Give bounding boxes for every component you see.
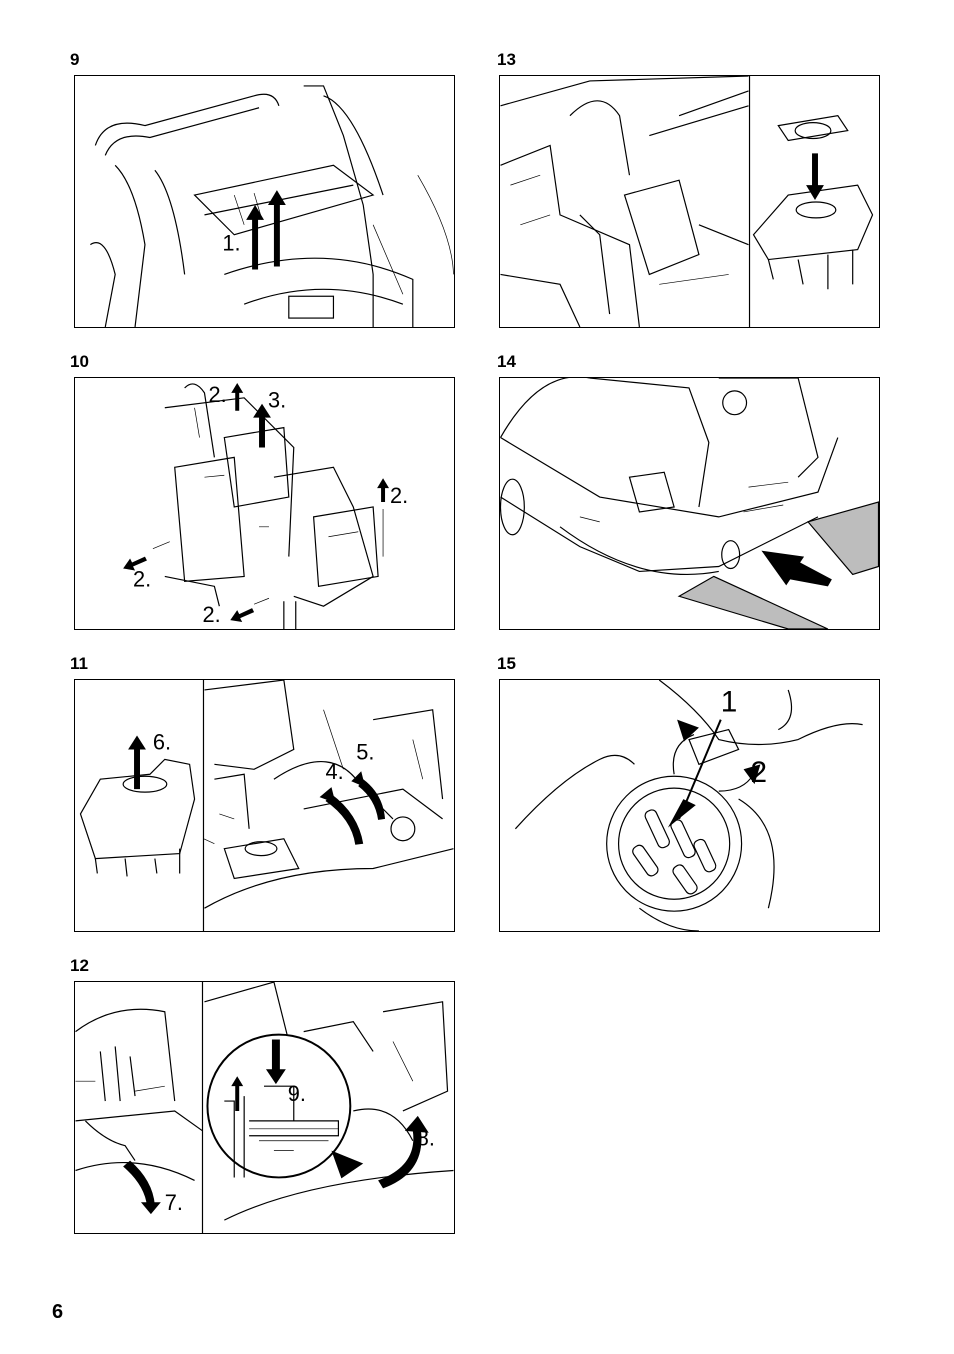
figure-10-drawing: [123, 382, 390, 629]
figure-12-drawing: [75, 982, 454, 1233]
figure-14-illustration: [499, 377, 880, 630]
figure-12-illustration: 9. 8. 7.: [74, 981, 455, 1234]
figure-11-number: 11: [70, 654, 88, 673]
figure-15-number: 15: [497, 654, 516, 673]
figure-9-illustration: 1.: [74, 75, 455, 328]
figure-15-drawing: [514, 680, 863, 931]
figure-9-drawing: [90, 85, 454, 327]
figure-13-drawing: [500, 76, 874, 327]
figure-12-number: 12: [70, 956, 89, 975]
figure-10-number: 10: [70, 352, 89, 371]
figure-11-drawing: [79, 680, 454, 931]
page-number: 6: [52, 1301, 64, 1323]
figure-13-number: 13: [497, 50, 516, 69]
figure-14-number: 14: [497, 352, 516, 371]
figure-10-illustration: 2. 3. 2. 2. 2.: [74, 377, 455, 630]
figure-13-illustration: [499, 75, 880, 328]
figure-14-drawing: [500, 378, 879, 629]
figure-11-illustration: 6. 4. 5.: [74, 679, 455, 932]
figure-9-number: 9: [70, 50, 80, 69]
figure-15-illustration: 1 2: [499, 679, 880, 932]
